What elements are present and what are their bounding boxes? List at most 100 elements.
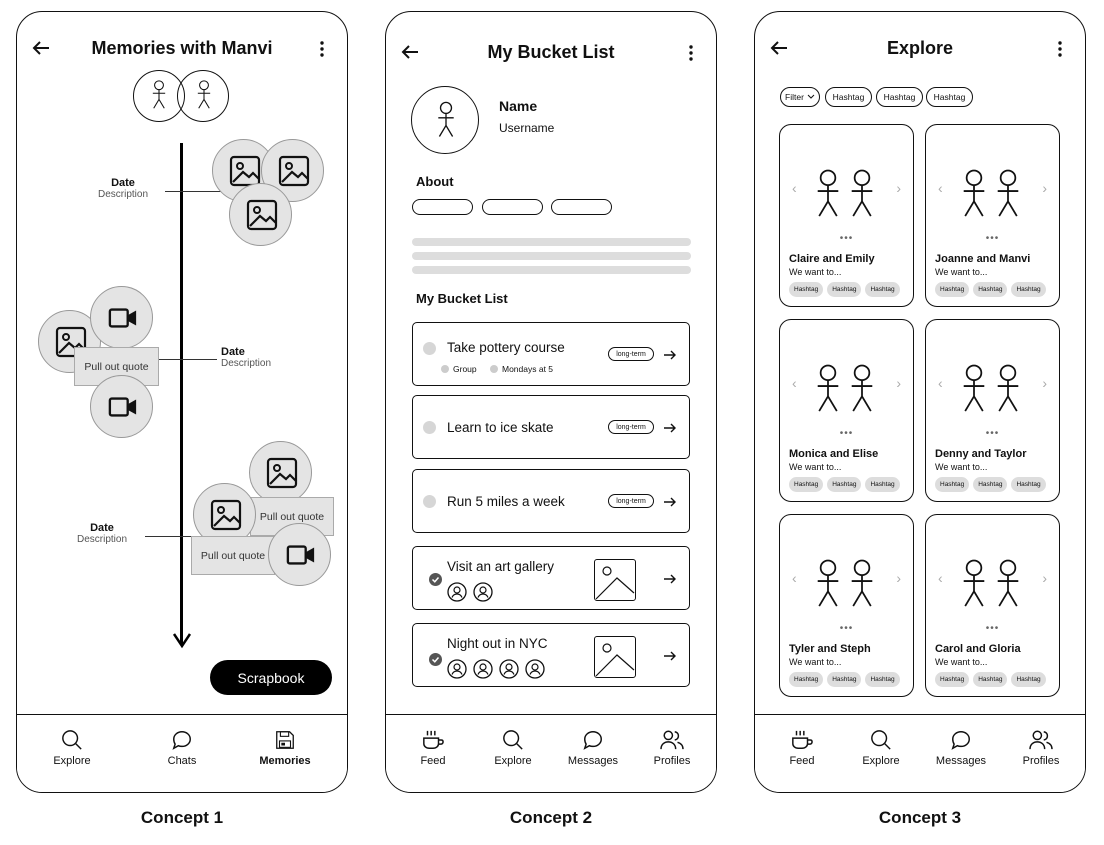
hashtag-chip[interactable]: Hashtag xyxy=(926,87,973,107)
hashtag-chip[interactable]: Hashtag xyxy=(876,87,923,107)
about-pill[interactable] xyxy=(412,199,473,215)
hashtag-tag[interactable]: Hashtag xyxy=(973,477,1008,492)
hashtag-tag[interactable]: Hashtag xyxy=(789,477,824,492)
carousel-next-icon[interactable]: › xyxy=(896,375,901,391)
concept-caption: Concept 2 xyxy=(509,808,593,827)
more-options-icon[interactable] xyxy=(688,44,694,62)
photo-bubble[interactable] xyxy=(193,483,256,546)
tab-chats[interactable]: Chats xyxy=(142,729,222,767)
item-thumbnail[interactable] xyxy=(594,636,636,678)
timeline-entry[interactable]: Date Description xyxy=(83,177,163,200)
carousel-next-icon[interactable]: › xyxy=(1042,180,1047,196)
filter-label: Filter xyxy=(785,92,804,102)
carousel-prev-icon[interactable]: ‹ xyxy=(938,375,943,391)
carousel-next-icon[interactable]: › xyxy=(1042,375,1047,391)
tab-explore[interactable]: Explore xyxy=(473,729,553,767)
filter-dropdown[interactable]: Filter xyxy=(780,87,820,107)
tab-profiles[interactable]: Profiles xyxy=(1001,729,1081,767)
more-options-icon[interactable] xyxy=(319,40,325,58)
carousel-prev-icon[interactable]: ‹ xyxy=(938,180,943,196)
hashtag-tag[interactable]: Hashtag xyxy=(1011,282,1046,297)
hashtag-tag[interactable]: Hashtag xyxy=(973,672,1008,687)
arrow-right-icon[interactable] xyxy=(663,421,677,435)
photo-bubble[interactable] xyxy=(229,183,292,246)
tab-explore[interactable]: Explore xyxy=(32,729,112,767)
pull-out-quote[interactable]: Pull out quote xyxy=(191,536,275,575)
timeline-entry[interactable]: Date Description xyxy=(62,522,142,545)
tab-label: Explore xyxy=(862,755,900,767)
pagination-dots: ••• xyxy=(985,428,1000,439)
check-icon xyxy=(429,573,442,586)
hashtag-tag[interactable]: Hashtag xyxy=(1011,477,1046,492)
arrow-right-icon[interactable] xyxy=(663,348,677,362)
image-icon xyxy=(266,457,298,489)
tab-messages[interactable]: Messages xyxy=(921,729,1001,767)
pagination-dots: ••• xyxy=(839,428,854,439)
bucket-list-item[interactable]: Night out in NYC xyxy=(412,623,690,687)
carousel-next-icon[interactable]: › xyxy=(896,570,901,586)
term-badge: long-term xyxy=(608,347,654,361)
hashtag-tag[interactable]: Hashtag xyxy=(865,477,900,492)
tab-feed[interactable]: Feed xyxy=(393,729,473,767)
bucket-list-item[interactable]: Run 5 miles a week long-term xyxy=(412,469,690,533)
carousel-next-icon[interactable]: › xyxy=(896,180,901,196)
status-dot xyxy=(423,495,436,508)
carousel-prev-icon[interactable]: ‹ xyxy=(792,180,797,196)
item-thumbnail[interactable] xyxy=(594,559,636,601)
video-bubble[interactable] xyxy=(90,286,153,349)
tab-explore[interactable]: Explore xyxy=(841,729,921,767)
hashtag-tag[interactable]: Hashtag xyxy=(827,282,862,297)
card-title: Claire and Emily xyxy=(789,253,875,265)
term-badge: long-term xyxy=(608,494,654,508)
tab-memories[interactable]: Memories xyxy=(245,729,325,767)
video-bubble[interactable] xyxy=(268,523,331,586)
hashtag-tag[interactable]: Hashtag xyxy=(865,672,900,687)
hashtag-tag[interactable]: Hashtag xyxy=(789,282,824,297)
carousel-next-icon[interactable]: › xyxy=(1042,570,1047,586)
arrow-right-icon[interactable] xyxy=(663,495,677,509)
arrow-right-icon[interactable] xyxy=(663,572,677,586)
concept-caption: Concept 3 xyxy=(878,808,962,827)
arrow-right-icon[interactable] xyxy=(663,649,677,663)
about-pill[interactable] xyxy=(482,199,543,215)
tab-feed[interactable]: Feed xyxy=(762,729,842,767)
search-icon xyxy=(502,729,524,751)
connector-line xyxy=(145,536,203,537)
hashtag-tag[interactable]: Hashtag xyxy=(935,477,970,492)
hashtag-chip[interactable]: Hashtag xyxy=(825,87,872,107)
more-options-icon[interactable] xyxy=(1057,40,1063,58)
bucket-list-item[interactable]: Learn to ice skate long-term xyxy=(412,395,690,459)
hashtag-tag[interactable]: Hashtag xyxy=(973,282,1008,297)
tab-messages[interactable]: Messages xyxy=(553,729,633,767)
search-icon xyxy=(61,729,83,751)
bucket-list-item[interactable]: Visit an art gallery xyxy=(412,546,690,610)
entry-date: Date xyxy=(90,522,114,534)
user-avatar-icon xyxy=(447,659,467,679)
hashtag-tag[interactable]: Hashtag xyxy=(935,672,970,687)
timeline-arrow-icon xyxy=(172,633,192,649)
hashtag-tag[interactable]: Hashtag xyxy=(1011,672,1046,687)
bucket-list-item[interactable]: Take pottery course Group Mondays at 5 l… xyxy=(412,322,690,386)
photo-bubble[interactable] xyxy=(249,441,312,504)
hashtag-tag[interactable]: Hashtag xyxy=(827,477,862,492)
carousel-prev-icon[interactable]: ‹ xyxy=(792,570,797,586)
hashtag-tag[interactable]: Hashtag xyxy=(865,282,900,297)
carousel-prev-icon[interactable]: ‹ xyxy=(938,570,943,586)
video-bubble[interactable] xyxy=(90,375,153,438)
tab-profiles[interactable]: Profiles xyxy=(632,729,712,767)
profile-avatar[interactable] xyxy=(411,86,479,154)
concept2-phone: My Bucket List Name Username About My Bu… xyxy=(385,11,717,793)
hashtag-tag[interactable]: Hashtag xyxy=(789,672,824,687)
about-pill[interactable] xyxy=(551,199,612,215)
timeline-entry[interactable]: Date Description xyxy=(207,346,287,369)
hashtag-tag[interactable]: Hashtag xyxy=(827,672,862,687)
hashtag-tag[interactable]: Hashtag xyxy=(935,282,970,297)
carousel-prev-icon[interactable]: ‹ xyxy=(792,375,797,391)
scrapbook-button[interactable]: Scrapbook xyxy=(210,660,332,695)
